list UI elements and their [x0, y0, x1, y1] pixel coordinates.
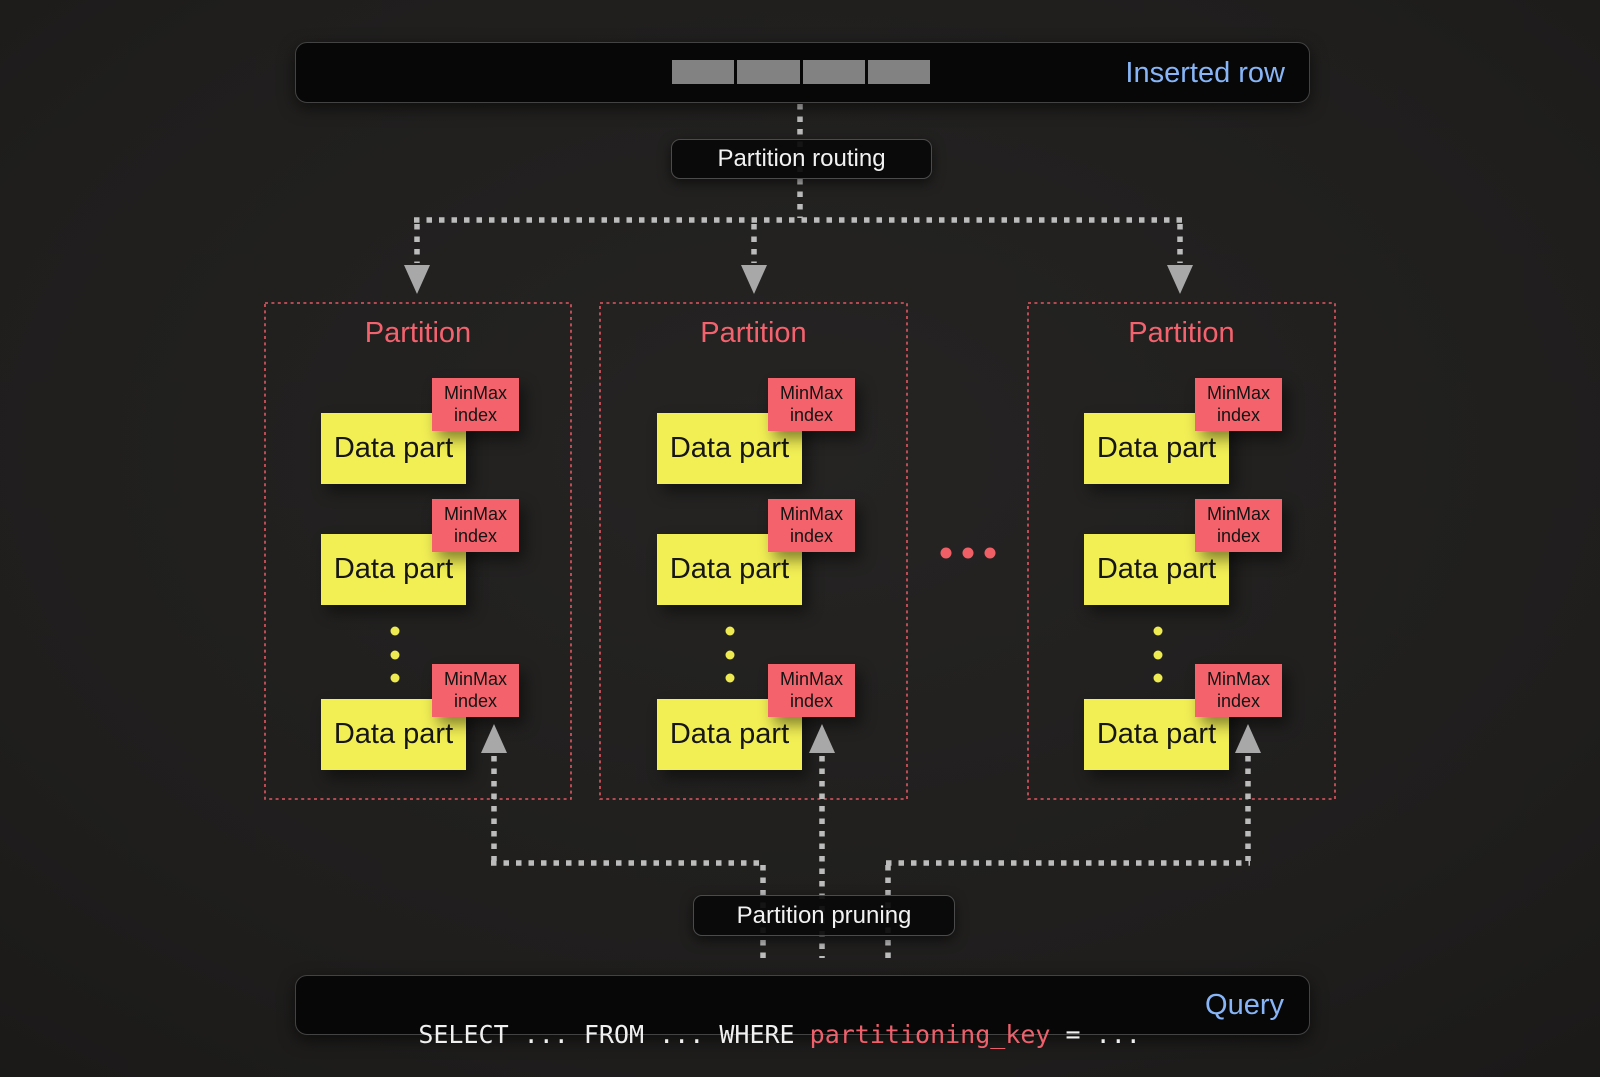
partition-box-3: Partition MinMax index Data part MinMax …: [1028, 303, 1335, 799]
minmax-index-tag: MinMax index: [1195, 378, 1282, 431]
minmax-index-tag: MinMax index: [768, 664, 855, 717]
minmax-line2: index: [789, 690, 834, 711]
sql-statement: SELECT ... FROM ... WHERE partitioning_k…: [328, 991, 1141, 1077]
sql-select-clause: SELECT ... FROM ... WHERE: [418, 1020, 810, 1049]
partition-title: Partition: [364, 317, 472, 349]
partition-routing-label: Partition routing: [671, 139, 932, 179]
partition-pruning-label: Partition pruning: [693, 895, 955, 936]
minmax-index-tag: MinMax index: [768, 378, 855, 431]
row-cell: [867, 60, 930, 84]
query-label: Query: [1205, 989, 1284, 1021]
minmax-index-tag: MinMax index: [768, 499, 855, 552]
more-partitions-ellipsis: [940, 547, 996, 559]
minmax-line2: index: [1216, 404, 1261, 425]
arrow-down-icon: [741, 265, 767, 294]
inserted-row-bar: Inserted row: [295, 42, 1310, 103]
row-cell: [737, 60, 800, 84]
minmax-line2: index: [789, 525, 834, 546]
minmax-line1: MinMax: [1206, 669, 1270, 690]
sql-partitioning-key: partitioning_key: [809, 1020, 1051, 1049]
inserted-row-cells: [672, 60, 930, 84]
partition-box-1: Partition MinMax index Data part MinMax …: [265, 303, 571, 799]
minmax-line2: index: [789, 404, 834, 425]
minmax-line2: index: [453, 525, 498, 546]
query-bar: SELECT ... FROM ... WHERE partitioning_k…: [295, 975, 1310, 1049]
minmax-line1: MinMax: [1206, 383, 1270, 404]
minmax-index-tag: MinMax index: [1195, 664, 1282, 717]
partition-title: Partition: [1128, 317, 1235, 349]
minmax-line2: index: [453, 404, 498, 425]
minmax-index-tag: MinMax index: [432, 378, 519, 431]
minmax-line2: index: [1216, 690, 1261, 711]
minmax-line2: index: [1216, 525, 1261, 546]
sql-tail: = ...: [1050, 1020, 1141, 1049]
row-cell: [802, 60, 865, 84]
arrow-down-icon: [1167, 265, 1193, 294]
minmax-line1: MinMax: [779, 504, 843, 525]
minmax-line1: MinMax: [779, 669, 843, 690]
partition-box-2: Partition MinMax index Data part MinMax …: [600, 303, 907, 799]
minmax-index-tag: MinMax index: [432, 664, 519, 717]
partition-pruning-text: Partition pruning: [736, 901, 912, 929]
minmax-line1: MinMax: [779, 383, 843, 404]
partition-title: Partition: [700, 317, 807, 349]
arrow-down-icon: [404, 265, 430, 294]
minmax-index-tag: MinMax index: [432, 499, 519, 552]
minmax-index-tag: MinMax index: [1195, 499, 1282, 552]
minmax-line1: MinMax: [443, 504, 507, 525]
minmax-line1: MinMax: [443, 669, 507, 690]
row-cell: [672, 60, 735, 84]
minmax-line1: MinMax: [1206, 504, 1270, 525]
partition-routing-text: Partition routing: [717, 145, 886, 172]
minmax-line1: MinMax: [443, 383, 507, 404]
inserted-row-label: Inserted row: [1125, 57, 1285, 89]
minmax-line2: index: [453, 690, 498, 711]
